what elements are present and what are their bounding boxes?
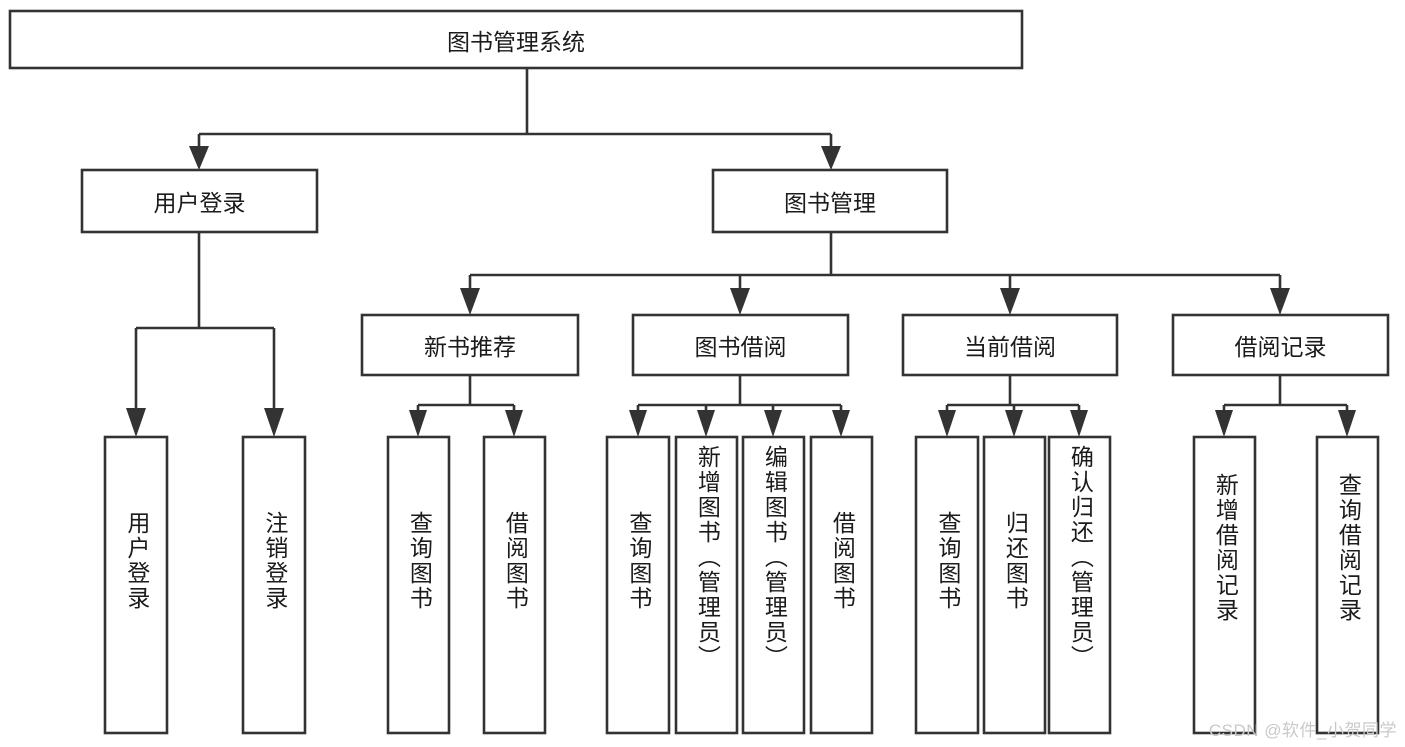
arrowhead-book-mgmt bbox=[821, 146, 841, 170]
arrowhead-leaf-user-login-1 bbox=[264, 408, 284, 437]
node-current-borrow[interactable] bbox=[901, 313, 1119, 377]
leaf-new-book-1[interactable] bbox=[482, 435, 547, 735]
leaf-book-borrow-3[interactable] bbox=[809, 435, 874, 735]
leaf-borrow-record-1[interactable] bbox=[1315, 435, 1380, 735]
arrowhead-new-book-recommend bbox=[460, 288, 480, 315]
node-book-management[interactable] bbox=[711, 168, 949, 234]
arrowhead-leaf-book-borrow-3 bbox=[832, 410, 850, 437]
leaf-user-login-0[interactable] bbox=[103, 435, 169, 735]
arrowhead-current-borrow bbox=[1000, 288, 1020, 315]
arrowhead-user-login bbox=[189, 146, 209, 170]
arrowhead-leaf-new-book-0 bbox=[409, 410, 427, 437]
arrowhead-leaf-borrow-record-0 bbox=[1215, 410, 1233, 437]
arrowhead-leaf-current-borrow-2 bbox=[1070, 410, 1088, 437]
arrowhead-leaf-current-borrow-1 bbox=[1005, 410, 1023, 437]
arrowhead-leaf-borrow-record-1 bbox=[1338, 410, 1356, 437]
node-borrow-record[interactable] bbox=[1171, 313, 1390, 377]
arrowhead-leaf-book-borrow-1 bbox=[697, 410, 715, 437]
leaf-book-borrow-1[interactable] bbox=[674, 435, 739, 735]
leaf-book-borrow-0[interactable] bbox=[605, 435, 671, 735]
leaf-user-login-1[interactable] bbox=[241, 435, 307, 735]
arrowhead-leaf-user-login-0 bbox=[126, 408, 146, 437]
arrowhead-leaf-book-borrow-2 bbox=[764, 410, 782, 437]
leaf-current-borrow-1[interactable] bbox=[982, 435, 1047, 735]
node-new-book-recommend[interactable] bbox=[360, 313, 580, 377]
arrowhead-leaf-current-borrow-0 bbox=[938, 410, 956, 437]
node-book-borrow[interactable] bbox=[631, 313, 850, 377]
leaf-book-borrow-2[interactable] bbox=[741, 435, 806, 735]
leaf-current-borrow-2[interactable] bbox=[1047, 435, 1112, 735]
arrowhead-book-borrow bbox=[730, 288, 750, 315]
node-root-system[interactable] bbox=[8, 9, 1024, 70]
leaf-new-book-0[interactable] bbox=[386, 435, 451, 735]
leaf-current-borrow-0[interactable] bbox=[914, 435, 980, 735]
arrowhead-leaf-new-book-1 bbox=[505, 410, 523, 437]
node-user-login[interactable] bbox=[80, 168, 319, 234]
leaf-borrow-record-0[interactable] bbox=[1192, 435, 1257, 735]
arrowhead-leaf-book-borrow-0 bbox=[629, 410, 647, 437]
arrowhead-borrow-record bbox=[1270, 288, 1290, 315]
